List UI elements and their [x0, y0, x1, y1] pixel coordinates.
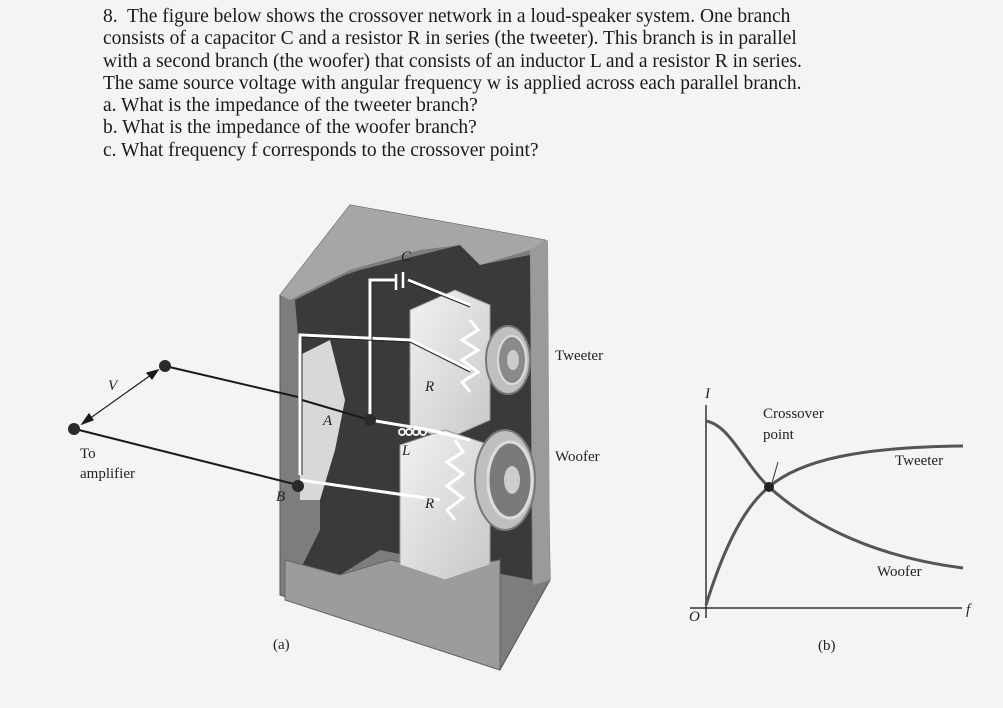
label-node-a: A: [323, 413, 333, 429]
question-a: a. What is the impedance of the tweeter …: [103, 95, 478, 117]
resistor-bottom-zigzag: [444, 439, 466, 521]
caption-b: (b): [818, 638, 836, 654]
crossover-leader: [771, 461, 779, 484]
resistor-top-zigzag: [459, 319, 481, 393]
tweeter-resistor-block: [409, 289, 491, 441]
label-tweeter: Tweeter: [555, 348, 604, 364]
label-v: V: [108, 378, 118, 394]
woofer-resistor-block: [399, 429, 491, 581]
terminal-top: [159, 360, 171, 372]
crossover-label-line1: Crossover: [763, 406, 824, 422]
lead-top: [164, 365, 299, 398]
problem-text: 8. The figure below shows the crossover …: [103, 6, 973, 162]
graph-tweeter-label: Tweeter: [895, 453, 944, 469]
label-resistor-top: R: [425, 379, 435, 395]
problem-line-1: 8. The figure below shows the crossover …: [103, 6, 791, 27]
graph-woofer-label: Woofer: [877, 564, 922, 580]
capacitor-symbol: [394, 272, 405, 290]
label-inductor-l: L: [402, 443, 411, 459]
label-resistor-bottom: R: [425, 496, 435, 512]
label-amplifier: amplifier: [80, 466, 135, 482]
crossover-label-line2: point: [763, 427, 794, 443]
question-b: b. What is the impedance of the woofer b…: [103, 117, 477, 139]
caption-a: (a): [273, 637, 290, 653]
node-a-dot: [364, 414, 376, 426]
origin-label: O: [689, 609, 700, 625]
label-to: To: [80, 446, 96, 462]
label-node-b: B: [276, 489, 286, 505]
question-c: c. What frequency f corresponds to the c…: [103, 139, 539, 161]
problem-line-2: consists of a capacitor C and a resistor…: [103, 28, 797, 50]
woofer-curve: [705, 419, 964, 570]
node-b-dot: [292, 480, 304, 492]
label-capacitor-c: C: [401, 249, 412, 265]
axis-label-f: f: [966, 602, 971, 618]
problem-line-3: with a second branch (the woofer) that c…: [103, 50, 802, 72]
voltage-arrow: [80, 368, 160, 426]
axis-label-i: I: [705, 386, 710, 402]
problem-line-4: The same source voltage with angular fre…: [103, 72, 802, 94]
crossover-point-dot: [764, 482, 774, 492]
label-woofer: Woofer: [555, 449, 600, 465]
tweeter-speaker: [485, 325, 531, 395]
lead-bottom: [74, 428, 299, 486]
woofer-speaker: [474, 429, 536, 531]
terminal-bottom: [68, 423, 80, 435]
